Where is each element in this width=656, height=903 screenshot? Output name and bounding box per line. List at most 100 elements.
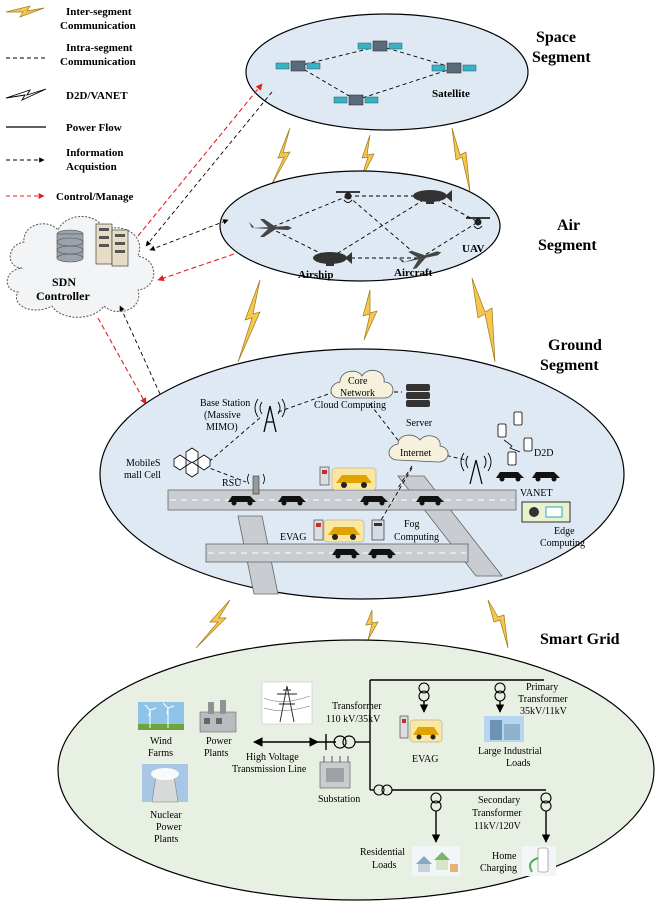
satellite-icon (275, 60, 321, 72)
d2d-link-icon (503, 439, 521, 453)
airship-icon (413, 190, 452, 204)
grid-evag-label: EVAG (412, 754, 438, 765)
fog-computing-label: Fog (404, 519, 420, 530)
transformer-label-2: 110 kV/35kV (326, 714, 381, 725)
nuclear-label: Nuclear (150, 810, 182, 821)
sdn-controller: SDN Controller (6, 216, 155, 318)
wind-farm-label-2: Farms (148, 748, 173, 759)
space-segment-ellipse (245, 13, 529, 131)
transformer-label: Transformer (332, 701, 382, 712)
ground-segment-title: Ground (548, 337, 602, 354)
primary-transformer-label-3: 35kV/11kV (520, 706, 568, 717)
intra-link (355, 67, 455, 101)
nuclear-label-2: Power (156, 822, 182, 833)
primary-transformer-label-2: Transformer (518, 694, 568, 705)
satellite-icon (333, 94, 379, 106)
ev-car-icon (409, 719, 443, 743)
legend-d2d-icon (5, 88, 47, 102)
power-plants-label: Power (206, 736, 232, 747)
base-station-label: Base Station (200, 398, 250, 409)
car-icon (496, 472, 524, 482)
sdn-label-2: Controller (36, 289, 90, 303)
transmission-tower-icon (261, 681, 313, 725)
small-cell-label: MobileS (126, 458, 160, 469)
residential-label-2: Loads (372, 860, 397, 871)
internet-label: Internet (400, 448, 431, 459)
ev-charger-icon (313, 519, 324, 541)
phone-icon (513, 411, 523, 426)
phone-icon (523, 437, 533, 452)
uav-icon (466, 217, 490, 229)
legend-inter-segment-icon (5, 5, 45, 18)
industrial-label: Large Industrial (478, 746, 542, 757)
wind-farm-icon (138, 702, 184, 730)
airship-icon (313, 252, 352, 266)
phone-icon (507, 451, 517, 466)
secondary-transformer-label: Secondary (478, 795, 520, 806)
power-plant-icon (199, 700, 237, 733)
legend-power-flow-label: Power Flow (66, 122, 122, 134)
home-charger-icon (522, 846, 556, 876)
intra-link (297, 65, 357, 101)
rsu-label: RSU (222, 478, 242, 489)
control-arrow (157, 253, 235, 282)
ground-segment-title-2: Segment (540, 357, 599, 374)
legend-control-label: Control/Manage (56, 191, 134, 203)
info-arrow (145, 91, 273, 247)
server-label: Server (406, 418, 433, 429)
intra-link (373, 467, 413, 533)
intra-link (397, 465, 413, 489)
hv-line-label-2: Transmission Line (232, 764, 307, 775)
core-network-label-2: Network (340, 388, 375, 399)
smart-grid-ellipse (57, 639, 655, 901)
ev-charger-icon (319, 466, 330, 486)
legend-inter-segment-label-2: Communication (60, 20, 136, 32)
ev-charger-icon (399, 715, 409, 739)
satellite-icon (431, 62, 477, 74)
core-network-cloud-icon (330, 369, 394, 399)
car-icon (416, 496, 444, 506)
residential-label: Residential (360, 847, 405, 858)
base-station-label-2: (Massive (204, 410, 241, 421)
ground-segment: Core Network Cloud Computing Server Base… (99, 337, 625, 600)
bolt-icon (237, 279, 261, 363)
evag-label: EVAG (280, 532, 306, 543)
smart-grid: Smart Grid Wind Farms Power Plants (57, 631, 655, 901)
legend-info-acq-label-2: Acquistion (66, 161, 117, 173)
legend-d2d-label: D2D/VANET (66, 90, 128, 102)
ev-car-icon (323, 519, 365, 543)
intra-link (379, 45, 455, 69)
intra-link (369, 403, 405, 449)
server-icon (406, 384, 430, 407)
intra-link (419, 221, 479, 259)
aircraft-icon (398, 250, 442, 270)
intra-link (203, 415, 263, 467)
home-charging-label: Home (492, 851, 517, 862)
small-cell-icon (173, 447, 211, 478)
satellite-label: Satellite (432, 88, 470, 100)
uav-icon (336, 191, 360, 203)
sdn-control-links (97, 83, 273, 405)
aircraft-label: Aircraft (394, 267, 433, 279)
internet-cloud-icon (388, 434, 449, 463)
air-segment-title: Air (557, 217, 580, 234)
air-segment-title-2: Segment (538, 237, 597, 254)
space-segment-title: Space (536, 29, 576, 46)
base-station-label-3: MIMO) (206, 422, 238, 433)
car-icon (228, 496, 256, 506)
substation-icon (319, 756, 351, 789)
intra-link (347, 195, 421, 259)
bolt-icon (451, 127, 471, 193)
power-plants-label-2: Plants (204, 748, 229, 759)
rsu-icon (247, 473, 265, 495)
air-segment: UAV Airship Aircraft Air Segment (219, 170, 597, 282)
air-segment-ellipse (219, 170, 501, 282)
intra-link (277, 391, 335, 413)
intra-link (269, 195, 349, 229)
nuclear-plant-icon (142, 764, 188, 803)
ev-car-icon (331, 467, 377, 491)
car-icon (278, 496, 306, 506)
car-icon (368, 549, 396, 559)
base-station-icon (254, 398, 286, 433)
